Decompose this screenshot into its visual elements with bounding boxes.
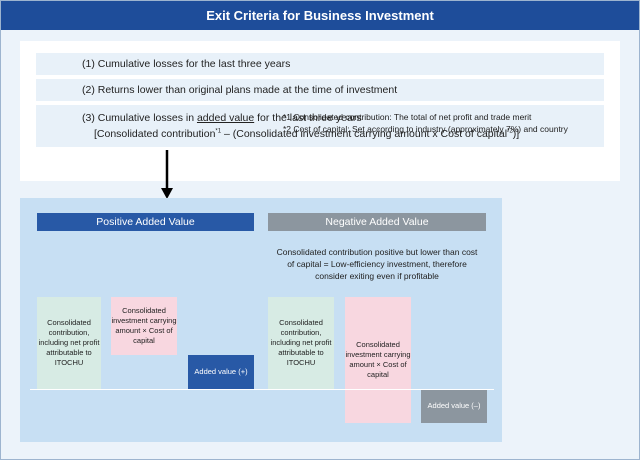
criterion-3-suffix: for the last three years [254,112,362,124]
positive-baseline [30,389,262,390]
footnote-2: *2 Cost of capital: Set according to ind… [283,124,568,134]
criterion-2: (2) Returns lower than original plans ma… [36,79,604,101]
positive-capital-cost-label: Consolidated investment carrying amount … [111,306,177,345]
negative-contribution-block: Consolidated contribution, including net… [268,297,334,389]
positive-added-value-block: Added value (+) [188,355,254,389]
negative-contribution-label: Consolidated contribution, including net… [270,318,332,367]
negative-added-value-block: Added value (–) [421,389,487,423]
formula-part-2: – (Consolidated investment carrying amou… [221,128,508,140]
footnotes: *1 Consolidated contribution: The total … [283,111,568,135]
negative-added-value-label: Added value (–) [427,401,481,410]
criteria-box: (1) Cumulative losses for the last three… [20,41,620,181]
positive-contribution-label: Consolidated contribution, including net… [38,318,100,367]
criterion-3: (3) Cumulative losses in added value for… [36,105,604,147]
negative-capital-cost-block: Consolidated investment carrying amount … [345,297,411,423]
formula-part-1: [Consolidated contribution [94,128,216,140]
criterion-3-prefix: (3) Cumulative losses in [82,112,197,124]
criterion-1: (1) Cumulative losses for the last three… [36,53,604,75]
positive-contribution-block: Consolidated contribution, including net… [37,297,101,389]
criterion-3-title: (3) Cumulative losses in added value for… [82,110,604,126]
negative-baseline [262,389,494,390]
page-title: Exit Criteria for Business Investment [1,1,639,30]
positive-added-value-label: Added value (+) [194,367,248,376]
footnote-ref-2: *2 [507,128,513,135]
footnote-1: *1 Consolidated contribution: The total … [283,112,532,122]
added-value-formula: [Consolidated contribution*1 – (Consolid… [82,126,604,142]
negative-capital-cost-label: Consolidated investment carrying amount … [345,340,411,379]
negative-added-value-heading: Negative Added Value [268,213,486,231]
footnote-ref-1: *1 [215,128,222,135]
added-value-term: added value [196,112,255,124]
formula-part-3: )] [512,128,520,140]
arrow-down-icon [161,150,173,199]
positive-capital-cost-block: Consolidated investment carrying amount … [111,297,177,355]
positive-added-value-heading: Positive Added Value [37,213,254,231]
negative-description: Consolidated contribution positive but l… [276,247,478,281]
